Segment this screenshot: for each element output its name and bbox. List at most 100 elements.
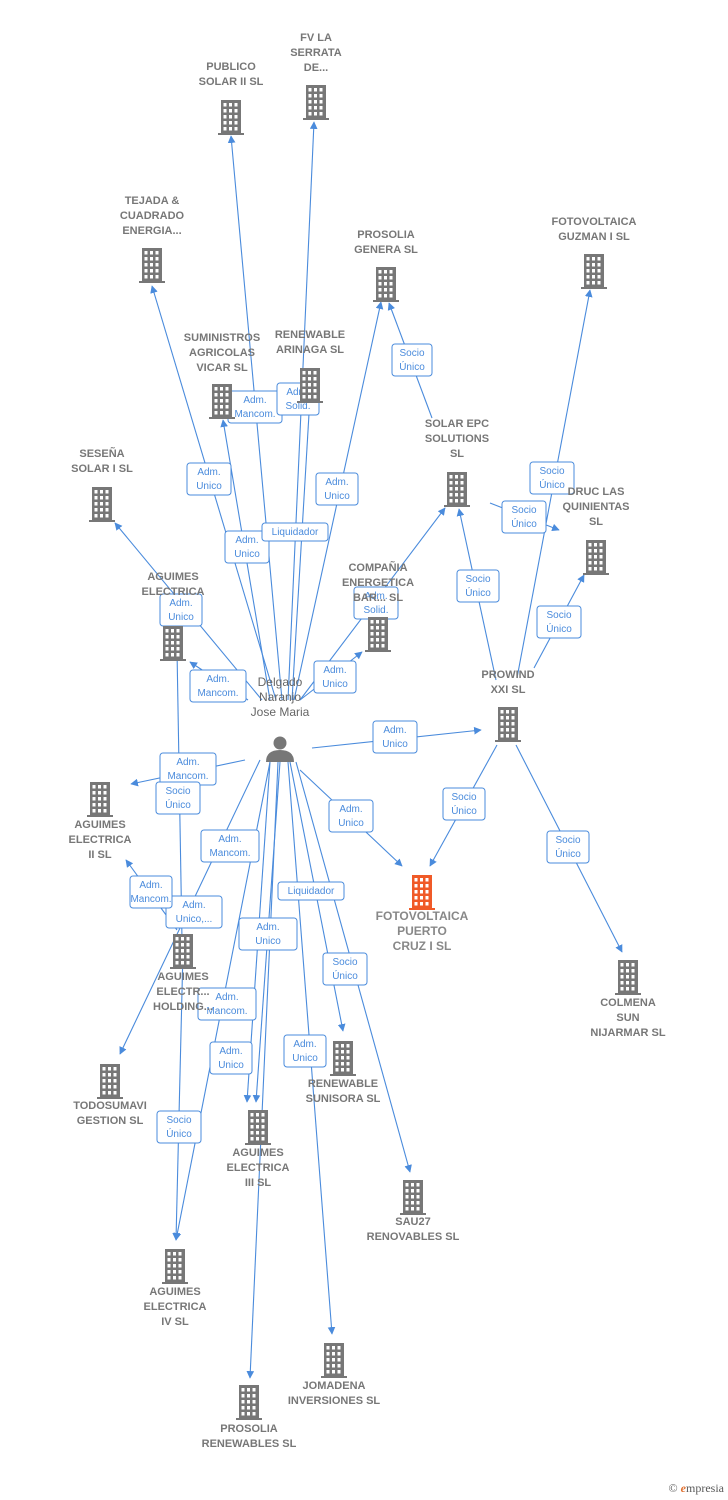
- company-name-line: SERRATA: [290, 47, 342, 59]
- edge-label-box: [156, 1110, 202, 1144]
- edge-label[interactable]: Adm.Unico: [372, 720, 418, 754]
- brand-footer[interactable]: © empresia: [669, 1481, 724, 1496]
- edge-label-text: Adm.: [139, 880, 162, 891]
- edge-label-box: [209, 1041, 253, 1075]
- edge-label[interactable]: Adm.Unico: [315, 472, 359, 506]
- building-icon: [97, 1064, 123, 1099]
- edge-label[interactable]: Adm.Unico,...: [165, 895, 223, 929]
- edge-label-text: Único: [166, 1127, 192, 1140]
- edge-label-text: Único: [511, 517, 537, 530]
- edge-label[interactable]: Adm. Mancom.: [129, 875, 173, 909]
- edge-label[interactable]: Adm.Unico: [224, 530, 270, 564]
- edge-label[interactable]: Liquidador: [261, 522, 329, 542]
- building-icon: [495, 707, 521, 742]
- building-icon: [160, 626, 186, 661]
- edge-label[interactable]: Adm.Unico: [209, 1041, 253, 1075]
- company-name-line: PUBLICO: [206, 61, 256, 73]
- edge-label-text: Socio: [332, 957, 357, 968]
- edge-label-box: [129, 875, 173, 909]
- edge-label[interactable]: Adm.Mancom.: [159, 752, 217, 786]
- edge-label[interactable]: Liquidador: [277, 881, 345, 901]
- company-node-aguimes_holding[interactable]: AGUIMESELECTR...HOLDING...: [153, 934, 213, 1013]
- edge-label-text: Adm.: [339, 804, 362, 815]
- edge-label-text: Adm.: [235, 535, 258, 546]
- edge-label[interactable]: Adm.Mancom.: [189, 669, 247, 703]
- edge-label-box: [315, 472, 359, 506]
- edge-label-text: Socio: [166, 1115, 191, 1126]
- edge-label-text: Adm.: [182, 900, 205, 911]
- edge-label[interactable]: Adm.Unico: [283, 1034, 327, 1068]
- edge-label-text: Unico: [255, 936, 281, 947]
- edge-label-text: Adm.: [383, 725, 406, 736]
- edge-label-box: [283, 1034, 327, 1068]
- edge-label-text: Único: [555, 847, 581, 860]
- company-name-line: AGUIMES: [147, 571, 198, 583]
- edges-layer: [114, 121, 623, 1379]
- edge-label[interactable]: Adm.Unico: [313, 660, 357, 694]
- edge-label-text: Mancom.: [130, 894, 171, 905]
- edge-label-text: Socio: [165, 786, 190, 797]
- edge-label[interactable]: Adm.Unico: [328, 799, 374, 833]
- building-icon: [218, 100, 244, 135]
- edge-label-text: Adm.: [197, 467, 220, 478]
- company-name-line: HOLDING...: [153, 1001, 213, 1013]
- edge-label[interactable]: Adm.Unico: [186, 462, 232, 496]
- building-icon: [162, 1249, 188, 1284]
- company-name-line: JOMADENA: [303, 1380, 366, 1392]
- company-name-line: SOLAR I SL: [71, 463, 133, 475]
- edge-labels-layer: Adm.Mancom.Adm.Solid.SocioÚnicoAdm.Unico…: [129, 343, 590, 1144]
- edge-label-text: Adm.: [364, 591, 387, 602]
- company-node-fvserrata[interactable]: FV LASERRATADE...: [290, 32, 342, 120]
- edge-label[interactable]: Adm.Mancom.: [227, 390, 283, 424]
- edge-label-text: Socio: [555, 835, 580, 846]
- building-icon: [581, 254, 607, 289]
- company-name-line: ARINAGA SL: [276, 344, 344, 356]
- company-name-line: AGRICOLAS: [189, 347, 255, 359]
- company-name-line: DE...: [304, 62, 328, 74]
- edge-label[interactable]: Adm.Unico: [159, 593, 203, 627]
- edge-label-text: Único: [465, 586, 491, 599]
- edge-label-box: [536, 605, 582, 639]
- edge-label[interactable]: Adm.Mancom.: [197, 987, 257, 1021]
- edge-label[interactable]: Adm.Solid.: [353, 586, 399, 620]
- company-name-line: ELECTRICA: [69, 834, 132, 846]
- edge-label[interactable]: Adm.Mancom.: [200, 829, 260, 863]
- edge-label[interactable]: Adm.Unico: [238, 917, 298, 951]
- company-node-tejada[interactable]: TEJADA &CUADRADOENERGIA...: [120, 195, 185, 283]
- edge-label-text: Único: [546, 622, 572, 635]
- company-name-line: III SL: [245, 1177, 272, 1189]
- company-name-line: RENEWABLE: [308, 1078, 378, 1090]
